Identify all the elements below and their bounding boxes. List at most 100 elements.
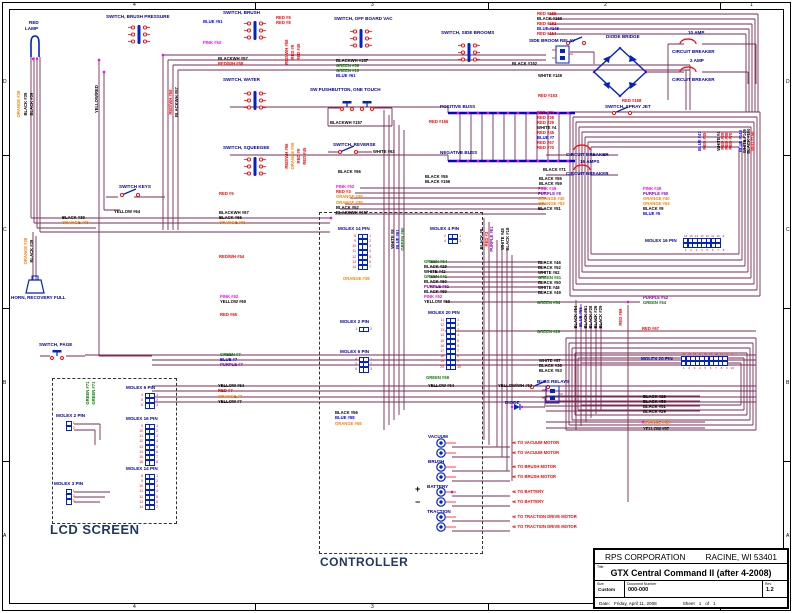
wire-label: BLACK #29 [424,264,447,269]
wire-label: GREEN #54 [643,300,667,305]
wire-label: RED #67 [537,140,554,145]
device-label: CIRCUIT BREAKER [672,77,715,82]
wire-label: BLACK #59 [539,181,562,186]
controller-box [319,212,483,554]
zone-letter: D [3,79,7,85]
device-label: SWITCH, SPRAY JET [605,104,651,109]
wire-label: ≪ TO TRACTION DRIVE MOTOR [512,524,577,529]
wire-label: WHITE #4 [537,125,557,130]
wire-label: PINK #62 [424,294,443,299]
wire-label: ORANGE #38 [343,276,370,281]
wire-label: RED #69 [617,308,623,326]
size-value: Custom [598,587,616,592]
wire-label: BLACK #152 [512,61,538,66]
wire-label: GREEN #71 [90,381,96,405]
wire-label: BLACK #39 [62,215,85,220]
wire-label: RED #70 [727,132,733,150]
wire-label: RED #65 [220,312,237,317]
wire-label: BLACK #56 [335,410,358,415]
wire-label: BLACK #60 [424,279,447,284]
zone-letter: D [786,79,790,85]
connector-label: MOLEX 14 PIN [126,466,158,471]
device-label: SWITCH, BRUSH PRESSURE [106,14,170,19]
border-tick [720,2,721,9]
connector-label: MOLEX 20 PIN [641,356,673,361]
wire-label: PURPLE #8 [538,191,561,196]
wire-label: YELLOW #64 [428,383,455,388]
connector-label: MOLEX 2 PIN [340,319,370,324]
sheet-label: Sheet [682,600,695,606]
section-label: CONTROLLER [320,555,409,569]
device-label: SWITCH, OFF BOARD VAC [334,16,393,21]
wire-label: BLACK #52 [538,265,561,270]
border-tick [784,155,791,156]
wire-label: RED #45 [295,43,301,61]
device-label: POSITIVE BUSS [440,104,476,109]
wire-label: RED #9 [276,15,291,20]
wire-label: ORANGE #38 [22,237,28,265]
wire-label: RED #67 [642,326,659,331]
wire-label: BLACK #9 [643,206,664,211]
doc-label: Document Number [627,582,657,586]
wire-label: BLACKWH #57 [173,87,179,117]
rev-label: Rev [765,582,772,586]
wire-label: RED #155 [537,11,557,16]
wire-label: ≪ TO VACUUM MOTOR [512,450,560,455]
wire-label: GREEN #54 [537,300,561,305]
device-label: SWITCH, REVERSE [333,142,376,147]
wire-label: WHITE #63 [373,149,395,154]
wire-label: GREEN #59 [336,63,360,68]
wire-label: ORANGE #39 [336,200,363,205]
wire-label: RED #8 [276,20,291,25]
wire-label: BLUE #148 [537,26,559,31]
wire-label: RED #45 [301,147,307,165]
wire-label: YELLOW #64 [218,383,245,388]
device-label: BUSS RELAYS [537,379,570,384]
wire-label: ORANGE #40 [538,196,565,201]
wire-label: BLACK #53 [539,368,562,373]
wire-label: BLACK #55 [539,176,562,181]
wire-label: WHITE #42 [424,269,446,274]
device-label: VACUUM [428,434,448,439]
wire-label: ≪ TO BATTERY [512,489,544,494]
company-city: RACINE, WI 53401 [705,551,777,562]
wire-label: BLACK #46 [538,260,561,265]
wire-label: RED #158 [622,98,642,103]
wire-label: GREEN #10 [336,68,360,73]
wire-label: RED #153 [538,93,558,98]
wire-label: ≪ TO BRUSH MOTOR [512,474,557,479]
wire-label: WHITE #149 [538,73,562,78]
drawing-title: GTX Central Command II (after 4-2008) [610,568,772,578]
wire-label: RED #45 [701,132,707,150]
zone-letter: B [3,380,7,386]
sheet-value: 1 [698,600,702,606]
company-name: RPS CORPORATION [604,551,686,562]
device-label: SWITCH KEYS [119,184,151,189]
device-label: SWITCH, SIDE BROOMS [441,30,495,35]
wire-label: BLACK #39 [22,92,28,116]
wire-label: PURPLE #61 [488,226,494,252]
border-tick [784,308,791,309]
wire-label: BLACK #50 [538,280,561,285]
device-label: 10 AMP [688,30,705,35]
wire-label: PINK #52 [336,184,355,189]
border-tick [2,308,9,309]
wire-label: PURPLE #61 [424,284,450,289]
device-label: SWITCH, WATER [223,77,260,82]
section-label: LCD SCREEN [50,522,140,537]
wire-label: GREEN #29 [537,329,561,334]
wire-label: YELLOW/WH #63 [498,383,533,388]
wire-label: ≪ TO BRUSH MOTOR [512,464,557,469]
wire-label: GREEN #41 [424,274,448,279]
wire-label: BLACK #51 [643,404,666,409]
wire-label: RED #9 [295,148,301,164]
wire-label: RED #152 [537,21,557,26]
wire-label: YELLOW #57 [643,426,670,431]
device-label: CIRCUIT BREAKER [566,152,609,157]
connector-label: MOLEX 20 PIN [428,310,460,315]
wire-label: BLACKWH #157 [336,58,369,63]
